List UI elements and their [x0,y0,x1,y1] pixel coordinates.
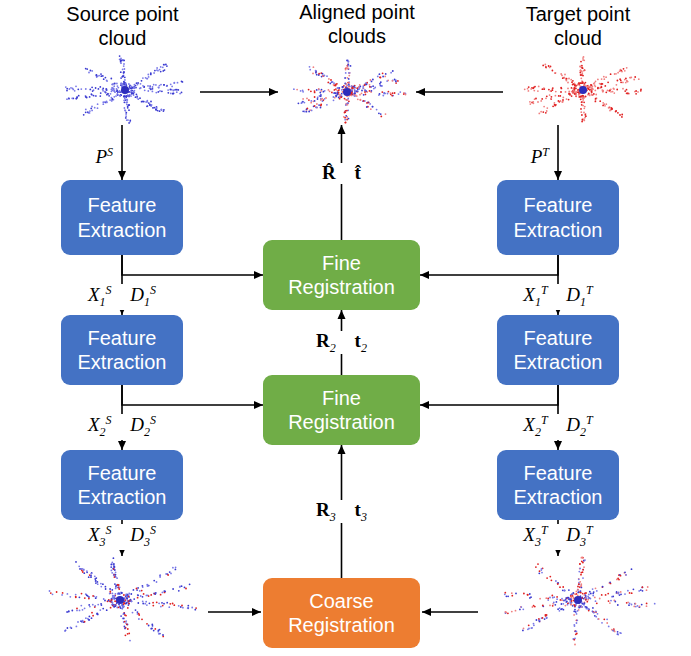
feature-extraction-box: Feature Extraction [497,315,619,385]
fine-registration-box: Fine Registration [263,240,420,310]
panel-title: Source point cloud [48,2,198,51]
feature-label: X3S D3S [85,524,159,549]
edge-label: X1T D1T [520,284,595,309]
edge-label: R̂ t̂ [319,163,364,184]
panel-title: Aligned point clouds [282,0,432,49]
flow-arrow [420,385,558,405]
feature-extraction-box: Feature Extraction [61,315,183,385]
flow-arrow [416,91,503,93]
box-label: Fine Registration [271,386,412,435]
feature-extraction-box: Feature Extraction [61,180,183,255]
feature-extraction-box: Feature Extraction [61,450,183,520]
feature-extraction-box: Feature Extraction [497,180,619,255]
edge-label: PT [528,146,552,168]
box-label: Feature Extraction [505,461,611,510]
box-label: Feature Extraction [505,193,611,242]
edge-label: R2 t2 [313,331,370,355]
edge-label: X2T D2T [520,414,595,439]
flow-arrow [420,255,558,275]
flow-arrow [557,125,559,180]
coarse-registration-box: Coarse Registration [263,578,420,648]
box-label: Feature Extraction [69,326,175,375]
panel-title: Target point cloud [503,2,653,51]
edge-label: X2S D2S [85,414,159,439]
box-label: Coarse Registration [271,589,412,638]
point-cloud-panel: Target point cloud [503,2,653,127]
box-label: Feature Extraction [69,193,175,242]
flow-arrow [122,385,263,405]
fine-registration-box: Fine Registration [263,375,420,445]
point-cloud-panel: Aligned point clouds [282,0,412,127]
edge-label: R3 t3 [313,500,370,524]
point-cloud-panel: Source point cloud [45,2,200,127]
leader-arrow [208,611,261,613]
box-label: Fine Registration [271,251,412,300]
edge-label: X1S D1S [85,284,159,309]
flow-arrow [200,91,278,93]
box-label: Feature Extraction [69,461,175,510]
flow-arrow [122,255,263,275]
flow-arrow [121,125,123,180]
feature-extraction-box: Feature Extraction [497,450,619,520]
box-label: Feature Extraction [505,326,611,375]
leader-arrow [422,611,478,613]
edge-label: PS [92,146,116,168]
feature-label: X3T D3T [520,524,595,549]
